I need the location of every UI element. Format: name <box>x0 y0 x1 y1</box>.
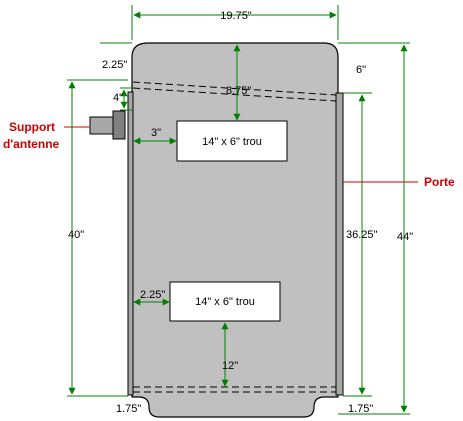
hole-bottom <box>169 281 281 322</box>
dim-bottom-gap-text: 12" <box>222 360 238 372</box>
door-label: Porte <box>424 175 455 189</box>
dim-bottom-left-text: 1.75" <box>116 403 141 415</box>
antenna-support-block <box>112 110 126 140</box>
left-edge-strip <box>127 91 134 396</box>
dim-bottom-right-text: 1.75" <box>348 403 373 415</box>
dim-left-height-text: 40" <box>68 229 84 241</box>
hole-bottom-label: 14" x 6" trou <box>195 296 255 308</box>
antenna-support-bracket <box>89 116 115 135</box>
dim-top-gap-text: 8.75" <box>226 85 251 97</box>
dim-hole2-offset-text: 2.25" <box>140 289 165 301</box>
antenna-support-label-line1: Support <box>9 120 55 134</box>
dim-width-text: 19.75" <box>220 10 252 22</box>
hole-top-label: 14" x 6" trou <box>202 136 262 148</box>
dim-door-height-text: 36.25" <box>346 229 378 241</box>
dim-top-inset-text: 2.25" <box>102 59 127 71</box>
dim-total-height-text: 44" <box>397 231 413 243</box>
dim-hole1-offset-text: 3" <box>151 127 161 139</box>
extension-lines <box>67 5 410 415</box>
hole-top <box>176 120 288 162</box>
dim-mount-height-text: 4" <box>113 92 123 104</box>
dim-door-offset-text: 6" <box>356 64 366 76</box>
antenna-support-label-line2: d'antenne <box>3 137 60 151</box>
door-panel <box>335 92 344 396</box>
